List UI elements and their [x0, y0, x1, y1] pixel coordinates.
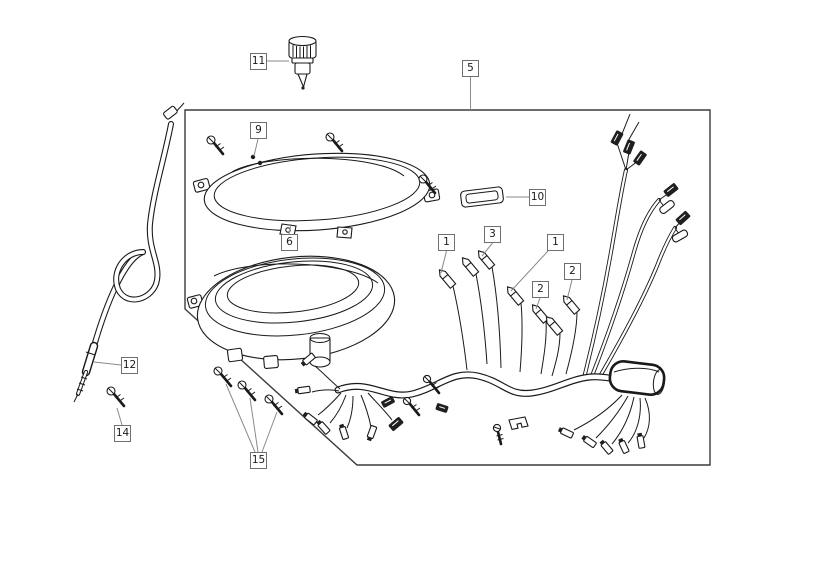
grommet-plate	[460, 186, 504, 208]
bulb-holder	[288, 35, 317, 90]
left-terminals	[294, 352, 404, 442]
callout-1a[interactable]: 1	[438, 234, 455, 251]
harness-hardware	[381, 374, 529, 446]
bullet-wires	[452, 266, 578, 377]
callout-2b[interactable]: 2	[532, 281, 549, 298]
callout-11[interactable]: 11	[250, 53, 267, 70]
wiring-harness	[294, 113, 691, 455]
speedometer-cable	[73, 102, 185, 403]
connector-boot	[608, 360, 666, 396]
top-connectors	[610, 113, 691, 243]
bottom-right-terminals	[557, 394, 650, 455]
frame	[184, 109, 711, 466]
harness-trunk	[334, 371, 620, 399]
callout-5[interactable]: 5	[462, 60, 479, 77]
callout-10[interactable]: 10	[529, 189, 546, 206]
callout-3[interactable]: 3	[484, 226, 501, 243]
mounting-screws	[213, 366, 284, 453]
callout-12[interactable]: 12	[121, 357, 138, 374]
callout-1b[interactable]: 1	[547, 234, 564, 251]
callout-14[interactable]: 14	[114, 425, 131, 442]
callout-2a[interactable]: 2	[564, 263, 581, 280]
cover-screws	[206, 132, 437, 195]
leader-lines	[93, 60, 573, 426]
callout-9[interactable]: 9	[250, 122, 267, 139]
callout-15[interactable]: 15	[250, 452, 267, 469]
harness-branches	[583, 168, 677, 380]
callout-6[interactable]: 6	[281, 234, 298, 251]
cable-screw	[106, 386, 126, 408]
